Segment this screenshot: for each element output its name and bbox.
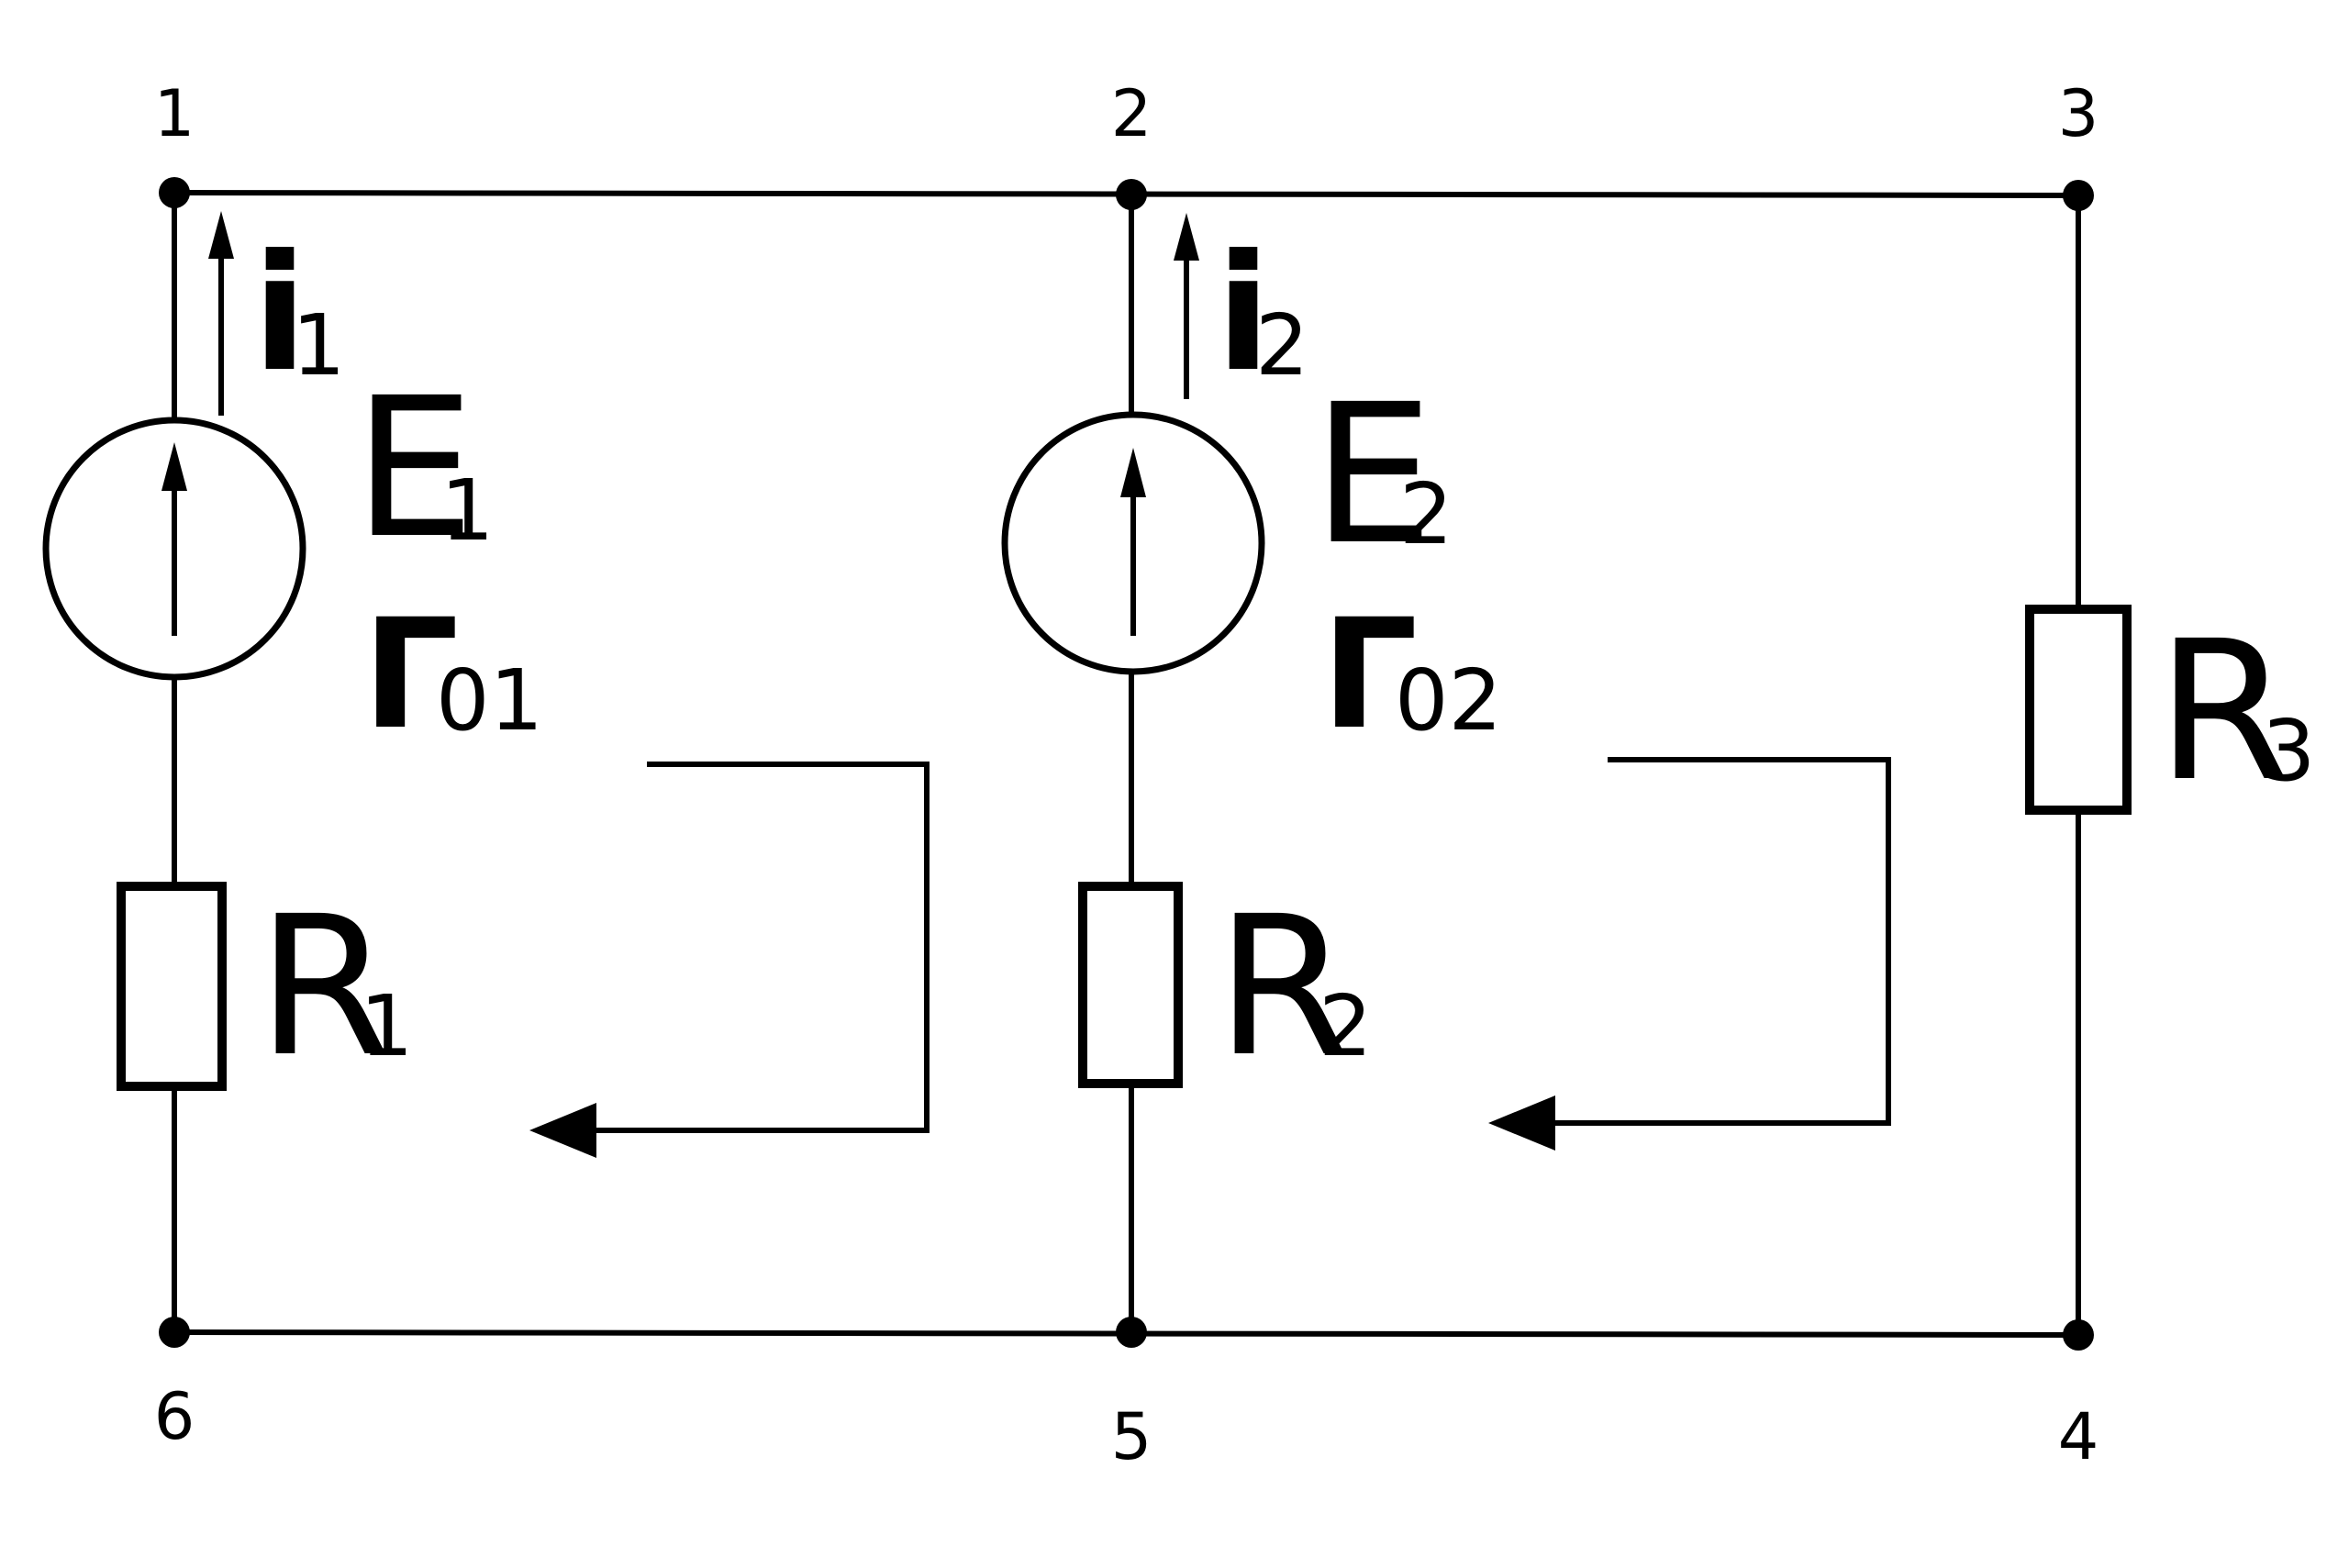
- label-r2: R 2: [1216, 874, 1373, 1099]
- voltage-source-e1: [42, 417, 306, 681]
- resistor-r3: [2025, 605, 2132, 815]
- current-arrow-i2: [1174, 213, 1199, 399]
- node-dot-2: [1116, 179, 1147, 210]
- svg-text:R: R: [2156, 599, 2290, 824]
- svg-text:2: 2: [1399, 465, 1453, 563]
- svg-text:01: 01: [436, 651, 543, 750]
- current-arrow-i1: [208, 211, 234, 416]
- label-e1: E 1: [353, 356, 495, 581]
- svg-text:i: i: [1216, 221, 1271, 407]
- svg-text:E: E: [353, 356, 475, 581]
- node-dot-1: [159, 177, 190, 208]
- node-dot-3: [2063, 180, 2094, 211]
- node-label-5: 5: [1111, 1399, 1152, 1474]
- loop-arrow-2: [1488, 757, 1891, 1151]
- svg-text:E: E: [1312, 362, 1434, 587]
- svg-text:3: 3: [2262, 702, 2316, 800]
- svg-text:i: i: [252, 221, 307, 407]
- node-dot-6: [159, 1317, 190, 1348]
- svg-text:2: 2: [1319, 977, 1373, 1075]
- node-label-3: 3: [2058, 76, 2099, 151]
- label-loop-1: Γ 01: [362, 586, 543, 762]
- resistor-r1: [117, 882, 227, 1091]
- svg-text:1: 1: [360, 977, 414, 1075]
- node-label-6: 6: [154, 1379, 195, 1454]
- node-dot-4: [2063, 1319, 2094, 1351]
- label-i2: i 2: [1216, 221, 1309, 407]
- label-i1: i 1: [252, 221, 346, 407]
- label-r1: R 1: [257, 874, 414, 1099]
- label-loop-2: Γ 02: [1321, 586, 1502, 762]
- resistor-r2: [1078, 882, 1183, 1088]
- svg-text:Γ: Γ: [1321, 586, 1418, 762]
- node-label-2: 2: [1111, 76, 1152, 151]
- node-dot-5: [1116, 1317, 1147, 1348]
- svg-text:02: 02: [1395, 651, 1502, 750]
- svg-text:Γ: Γ: [362, 586, 459, 762]
- node-label-4: 4: [2058, 1399, 2099, 1474]
- svg-text:R: R: [1216, 874, 1350, 1099]
- label-r3: R 3: [2156, 599, 2316, 824]
- svg-text:R: R: [257, 874, 391, 1099]
- loop-arrow-1: [529, 762, 930, 1158]
- voltage-source-e2: [1001, 411, 1265, 675]
- label-e2: E 2: [1312, 362, 1453, 587]
- svg-text:2: 2: [1255, 296, 1309, 395]
- node-label-1: 1: [154, 76, 195, 151]
- svg-text:1: 1: [292, 296, 346, 395]
- svg-text:1: 1: [440, 462, 495, 560]
